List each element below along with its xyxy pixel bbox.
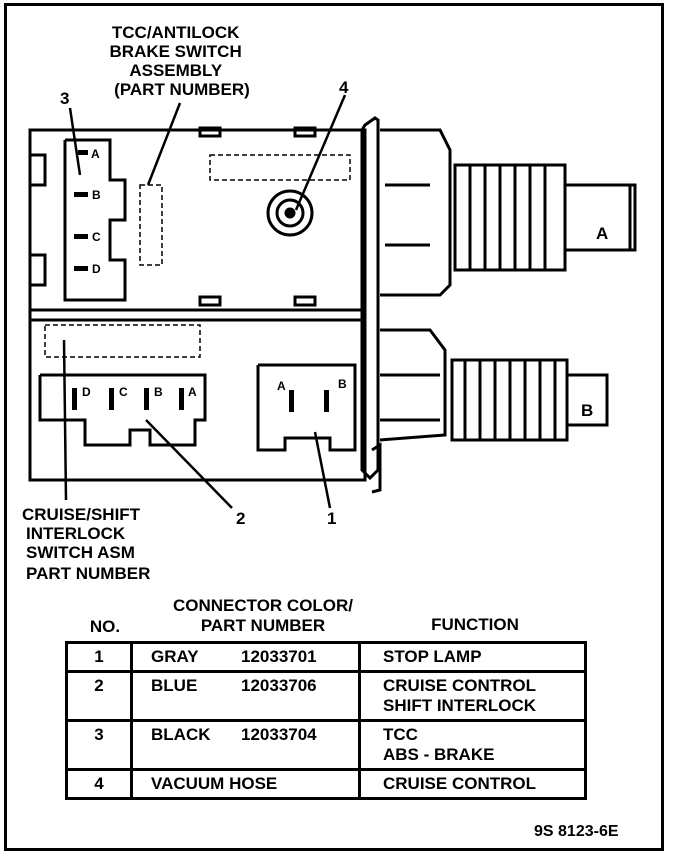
upper-pin-b: B: [92, 188, 101, 202]
row-function: TCC ABS - BRAKE: [358, 719, 587, 771]
connector-color: BLACK: [151, 725, 211, 744]
row-connector: VACUUM HOSE: [130, 768, 361, 800]
row-number: 3: [65, 719, 133, 771]
lower-left-connector: [38, 373, 207, 447]
svg-text:A: A: [277, 379, 286, 393]
upper-pin-a: A: [91, 147, 100, 161]
table-row: 2 BLUE 12033706 CRUISE CONTROL SHIFT INTERL…: [65, 670, 587, 722]
connector-color: GRAY: [151, 647, 199, 666]
header-connector: CONNECTOR COLOR/ PART NUMBER: [172, 596, 354, 635]
table-row: 4 VACUUM HOSE CRUISE CONTROL: [65, 768, 587, 800]
upper-connector-pins: A B C D: [74, 147, 101, 276]
callout-1: 1: [327, 509, 336, 528]
row-connector: BLUE 12033706: [130, 670, 361, 722]
tcc-title: TCC/ANTILOCK BRAKE SWITCH ASSEMBLY (PART…: [110, 23, 250, 99]
svg-text:C: C: [119, 385, 128, 399]
plunger-a: [380, 128, 637, 297]
lower-left-pins: D C B A: [72, 385, 197, 410]
callout-4: 4: [339, 78, 349, 97]
plunger-b-label: B: [581, 401, 593, 420]
plunger-a-label: A: [596, 224, 608, 243]
header-function: FUNCTION: [431, 615, 519, 634]
vacuum-port: [266, 189, 314, 237]
table-row: 1 GRAY 12033701 STOP LAMP: [65, 641, 587, 673]
svg-text:B: B: [338, 377, 347, 391]
figure-id: 9S 8123-6E: [534, 823, 619, 840]
plunger-b-threads: [380, 360, 557, 440]
header-no: NO.: [89, 617, 121, 636]
upper-pin-d: D: [92, 262, 101, 276]
lower-right-connector: [256, 363, 357, 452]
row-function: CRUISE CONTROL: [358, 768, 587, 800]
svg-text:B: B: [154, 385, 163, 399]
connector-color: BLUE: [151, 676, 198, 695]
plunger-a-threads: [385, 165, 547, 270]
row-number: 2: [65, 670, 133, 722]
switch-body: [28, 126, 367, 482]
row-number: 4: [65, 768, 133, 800]
cruise-title: CRUISE/SHIFT INTERLOCK SWITCH ASM PART N…: [22, 505, 150, 583]
leader-lines: [62, 94, 347, 509]
lower-right-pins: A B: [277, 377, 347, 412]
part-number: 12033701: [241, 647, 317, 666]
row-connector: GRAY 12033701: [130, 641, 361, 673]
row-function: STOP LAMP: [358, 641, 587, 673]
row-number: 1: [65, 641, 133, 673]
part-number-areas: [44, 154, 351, 358]
mounting-plate: [360, 116, 382, 494]
connector-color: VACUUM HOSE: [151, 774, 278, 793]
svg-text:D: D: [82, 385, 91, 399]
callout-2: 2: [236, 509, 245, 528]
callout-3: 3: [60, 89, 69, 108]
row-function: CRUISE CONTROL SHIFT INTERLOCK: [358, 670, 587, 722]
table-row: 3 BLACK 12033704 TCC ABS - BRAKE: [65, 719, 587, 771]
part-number: 12033704: [241, 725, 317, 744]
svg-text:A: A: [188, 385, 197, 399]
row-connector: BLACK 12033704: [130, 719, 361, 771]
part-number: 12033706: [241, 676, 317, 695]
upper-pin-c: C: [92, 230, 101, 244]
